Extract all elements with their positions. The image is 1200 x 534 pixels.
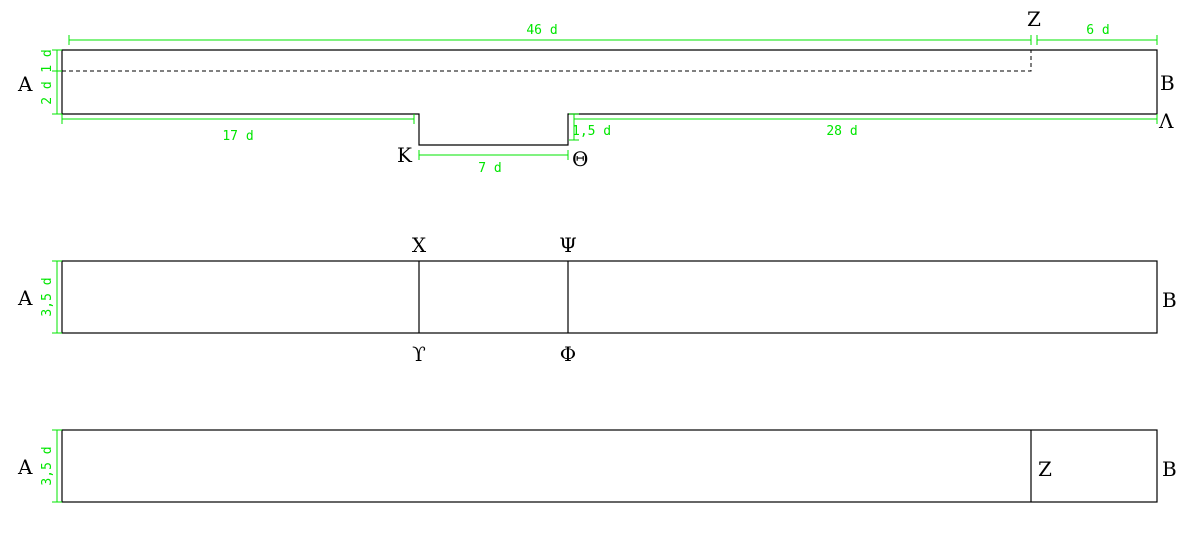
dim-text-notch-width: 7 d xyxy=(478,161,501,176)
dim-text-left-segment: 17 d xyxy=(222,129,253,144)
point-label-z: Z xyxy=(1027,7,1041,31)
middle-bar-outline xyxy=(61,260,1158,334)
dim-text-height: 3,5 d xyxy=(40,446,55,485)
dim-text-notch-depth: 1,5 d xyxy=(572,124,611,139)
point-label-k: K xyxy=(397,143,413,167)
point-label-a: A xyxy=(17,286,33,310)
point-label-theta: Θ xyxy=(572,147,588,171)
point-label-chi: Χ xyxy=(412,233,427,257)
top-bar-outline xyxy=(61,49,1158,146)
figure-bottom: 3,5 d A B Z xyxy=(17,429,1177,503)
point-label-a: A xyxy=(17,455,33,479)
dim-text-height-lower: 2 d xyxy=(40,81,55,104)
figure-middle: 3,5 d A B Χ Ψ ϒ Φ xyxy=(17,233,1177,366)
top-dimensions xyxy=(52,35,1158,160)
point-label-lambda: Λ xyxy=(1158,109,1174,133)
point-label-psi: Ψ xyxy=(559,233,577,257)
point-label-upsilon: ϒ xyxy=(412,342,426,366)
point-label-phi: Φ xyxy=(560,342,576,366)
top-hidden-line xyxy=(62,50,1032,72)
point-label-b: B xyxy=(1162,457,1177,481)
dim-text-height: 3,5 d xyxy=(40,277,55,316)
point-label-z: Z xyxy=(1038,457,1052,481)
point-label-a: A xyxy=(17,72,33,96)
dim-text-right-segment: 6 d xyxy=(1086,23,1109,38)
figure-top: 46 d 6 d 1 d 2 d 17 d 7 d 1,5 d 28 d A B… xyxy=(17,7,1175,176)
bottom-bar-outline xyxy=(61,429,1158,503)
point-label-b: B xyxy=(1160,71,1175,95)
dim-text-right-bottom: 28 d xyxy=(826,124,857,139)
dim-text-height-upper: 1 d xyxy=(40,49,55,72)
dim-text-overall: 46 d xyxy=(526,23,557,38)
point-label-b: B xyxy=(1162,288,1177,312)
